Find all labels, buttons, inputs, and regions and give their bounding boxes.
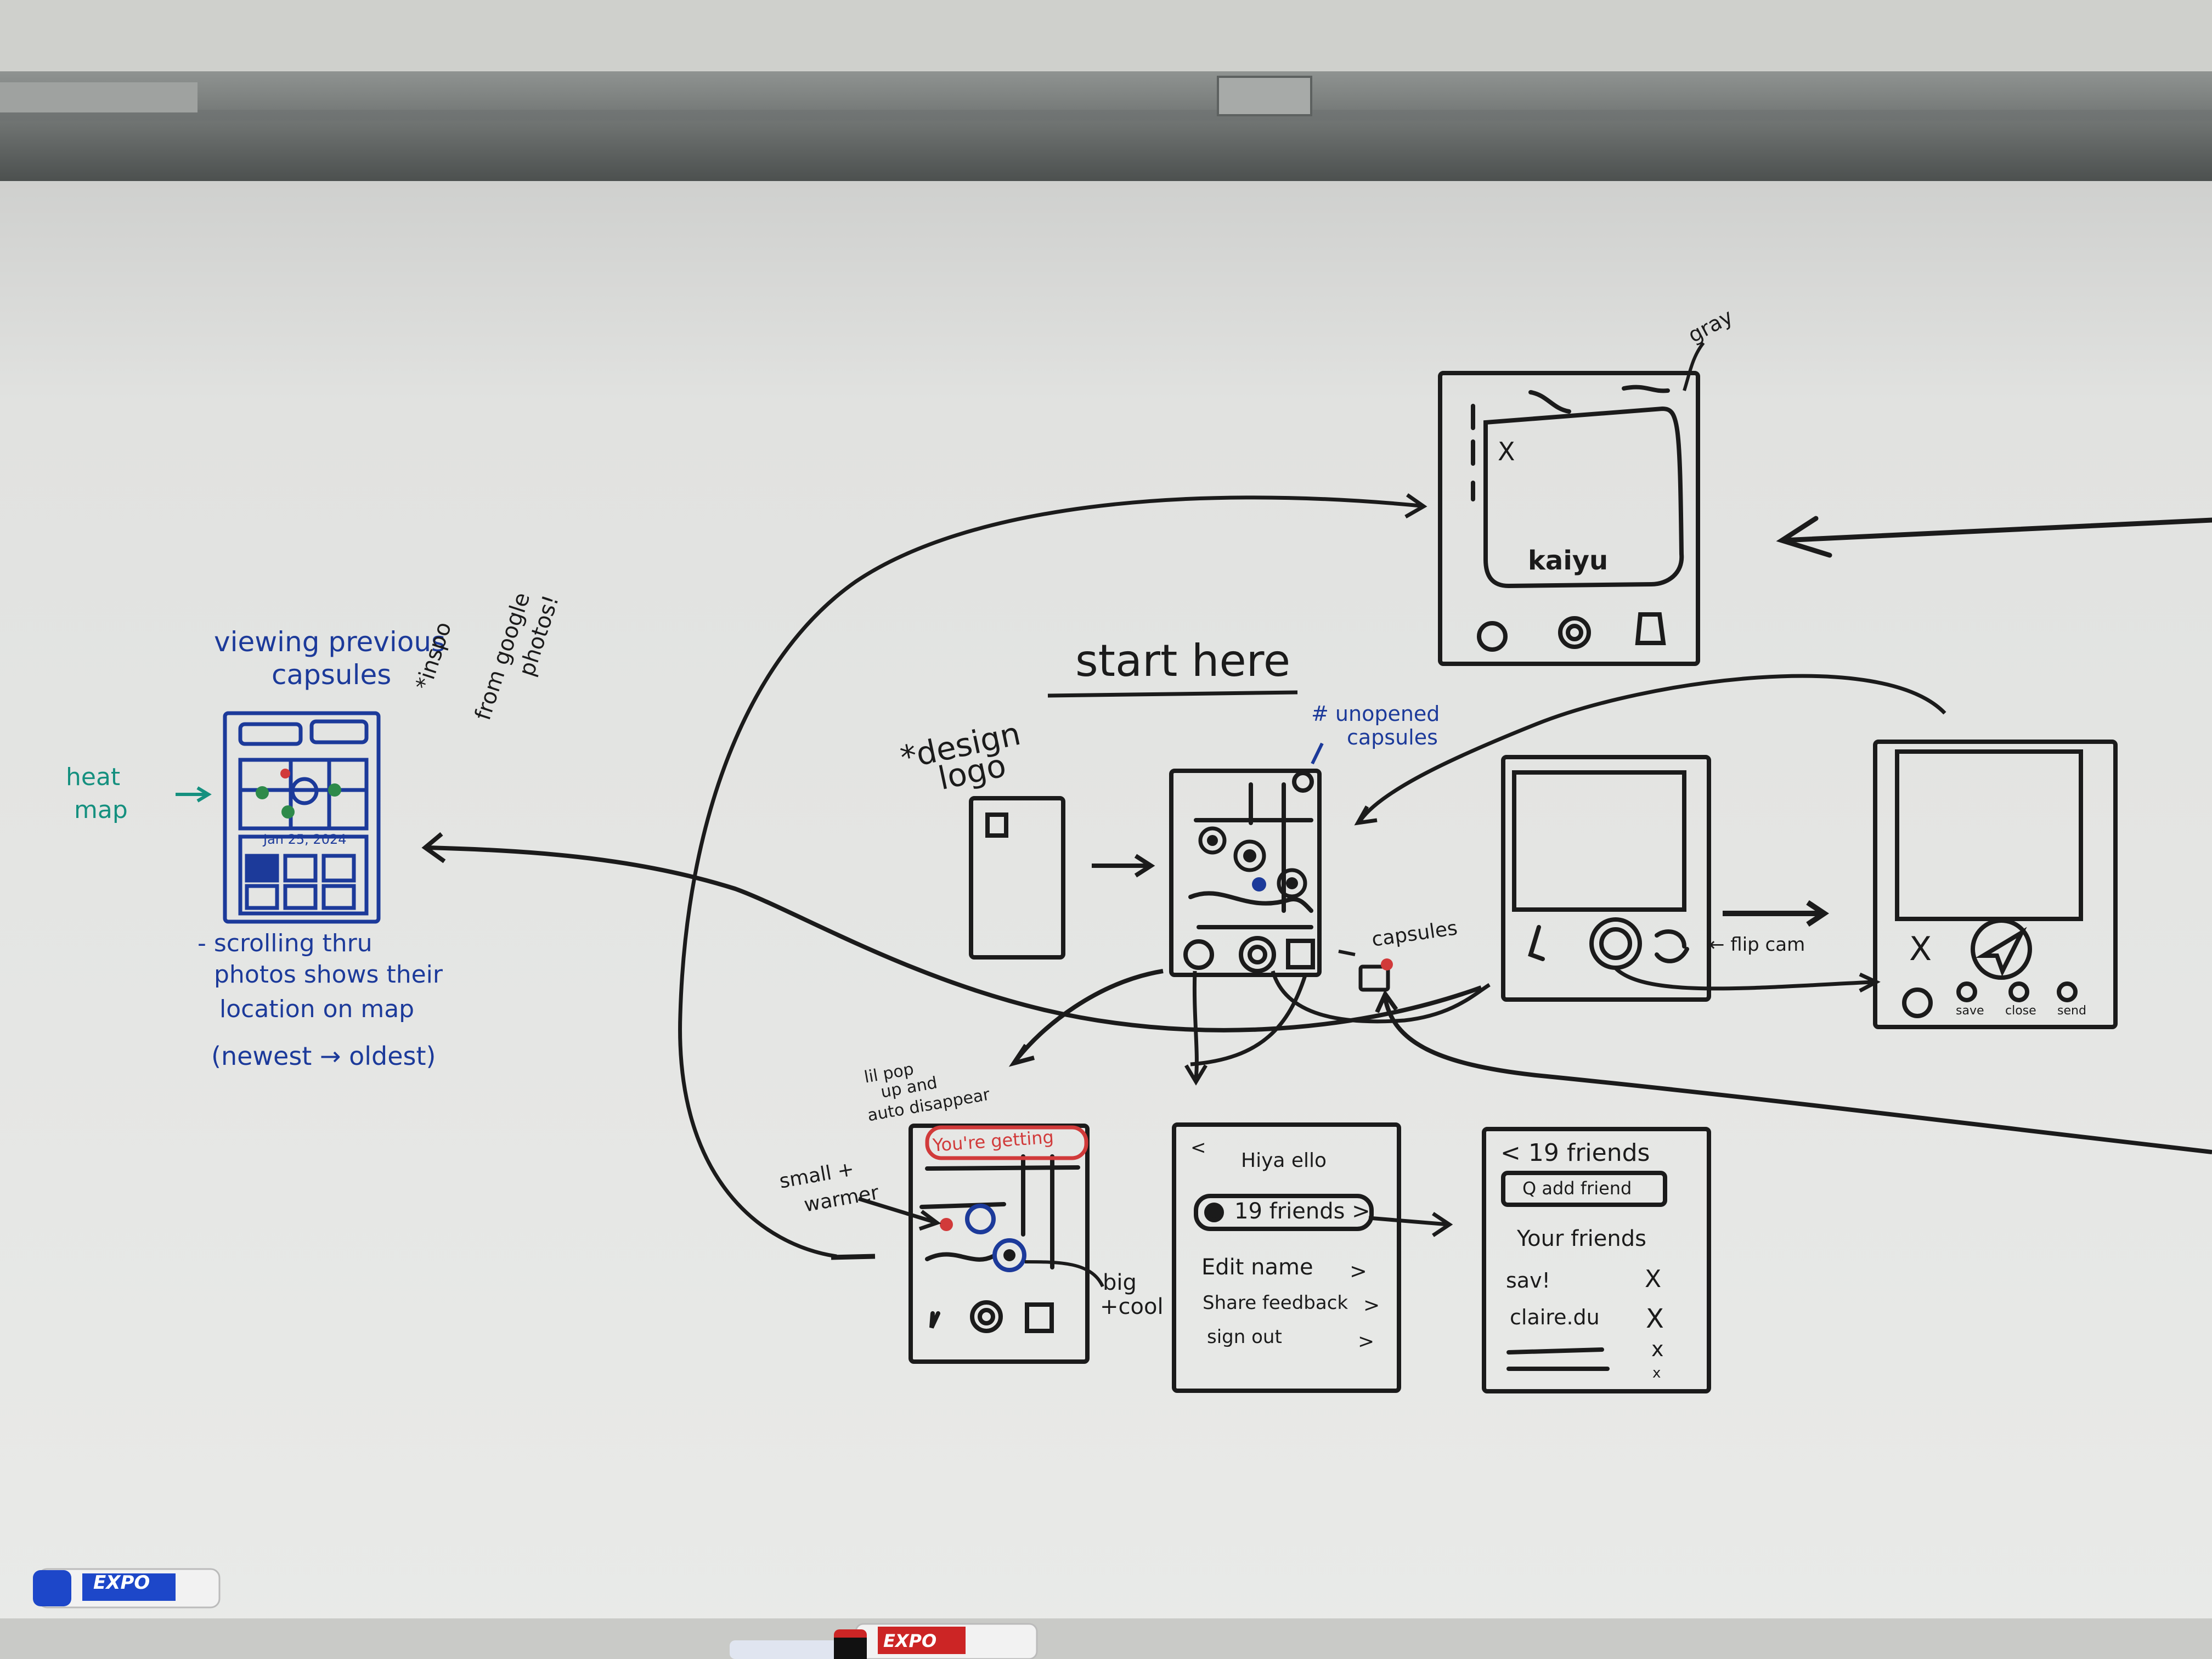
heat-map-label-line2: map [74,796,128,824]
ceiling [0,0,2212,71]
big-cool-line2: +cool [1100,1294,1164,1319]
map-rail [0,71,2212,181]
getting-close-sketch [909,1124,1090,1364]
arrow-splash-to-map [1092,854,1155,878]
flow-map-to-getting-close [1008,969,1164,1067]
friend-remove-4[interactable]: x [1652,1365,1661,1381]
friend-remove-2[interactable]: X [1646,1304,1664,1334]
menu-edit-name-chevron: > [1350,1259,1367,1283]
arrow-small-warmer [857,1197,941,1231]
camera-top-sketch [1438,371,1700,666]
map-screen-sketch [1169,769,1322,977]
arrow-review-to-map [1354,674,1946,826]
review-close: X [1909,930,1932,968]
review-send: send [2057,1004,2086,1018]
gray-leader [1683,342,1705,391]
popup-banner-outline [925,1125,1088,1160]
leader-big-cool [1024,1260,1104,1288]
flip-cam-label: ← flip cam [1709,934,1805,956]
flow-map-down [1190,973,1308,1066]
camera-top-close: X [1498,437,1515,466]
menu-share-feedback-chevron: > [1363,1294,1380,1317]
map-pins [1198,826,1307,899]
expo-brand-blue: EXPO [93,1572,150,1594]
friend-remove-3[interactable]: x [1651,1337,1664,1361]
menu-edit-name[interactable]: Edit name [1201,1255,1313,1280]
flow-left-to-camera-top [678,493,1427,1259]
history-note-line3: location on map [219,995,415,1023]
flow-right-to-capsules [1375,990,2212,1154]
unopened-label-line2: capsules [1347,725,1438,749]
heat-map-blobs [256,769,341,819]
your-friends-heading: Your friends [1517,1226,1646,1251]
add-friend-field[interactable]: Q add friend [1522,1178,1632,1199]
expo-brand-red: EXPO [883,1630,937,1651]
unopened-label-line1: # unopened [1311,702,1440,726]
history-heading-line1: viewing previous [214,626,446,658]
flow-map-to-profile [1184,970,1208,1086]
friends-header[interactable]: < 19 friends [1500,1139,1650,1167]
flow-camera-to-history [421,832,1482,1032]
arrow-camera-to-review [1723,900,1830,927]
camera-top-brand: kaiyu [1528,545,1609,576]
menu-sign-out-chevron: > [1358,1330,1375,1353]
splash-sketch [969,796,1065,960]
board-tray [0,1618,2212,1659]
review-save: save [1956,1004,1984,1018]
profile-back[interactable]: < [1190,1137,1206,1159]
review-screen-sketch [1873,740,2118,1029]
stray-stroke [831,1254,876,1260]
arrow-unopened [1311,742,1324,765]
camera-screen-sketch [1501,755,1711,1002]
big-cool-line1: big [1103,1270,1137,1295]
warmer-pins [940,1204,1026,1272]
black-marker [730,1638,867,1659]
friends-count-button[interactable]: 19 friends > [1234,1199,1370,1224]
history-date: Jan 25, 2024 [263,832,347,847]
menu-sign-out[interactable]: sign out [1207,1326,1282,1348]
friends-screen-sketch [1482,1127,1711,1393]
profile-screen-sketch [1172,1122,1401,1393]
friend-remove-1[interactable]: X [1645,1265,1662,1293]
menu-share-feedback[interactable]: Share feedback [1203,1292,1348,1314]
arrow-right-to-camera-top [1776,516,2212,558]
history-heading-line2: capsules [272,659,392,691]
heat-map-arrow [176,786,212,803]
friend-row-name-2: claire.du [1510,1305,1600,1329]
heat-map-label-line1: heat [66,763,121,791]
blue-expo-marker [33,1568,221,1609]
review-close-label: close [2005,1004,2036,1018]
friend-row-name-1: sav! [1506,1268,1550,1293]
profile-greeting: Hiya ello [1241,1149,1327,1172]
capsules-icon [1358,958,1393,992]
history-note-line4: (newest → oldest) [211,1041,436,1071]
history-note-line1: - scrolling thru [198,929,373,957]
start-here-title: start here [1075,635,1291,686]
history-note-line2: photos shows their [214,961,443,989]
arrow-profile-to-friends [1368,1212,1453,1237]
